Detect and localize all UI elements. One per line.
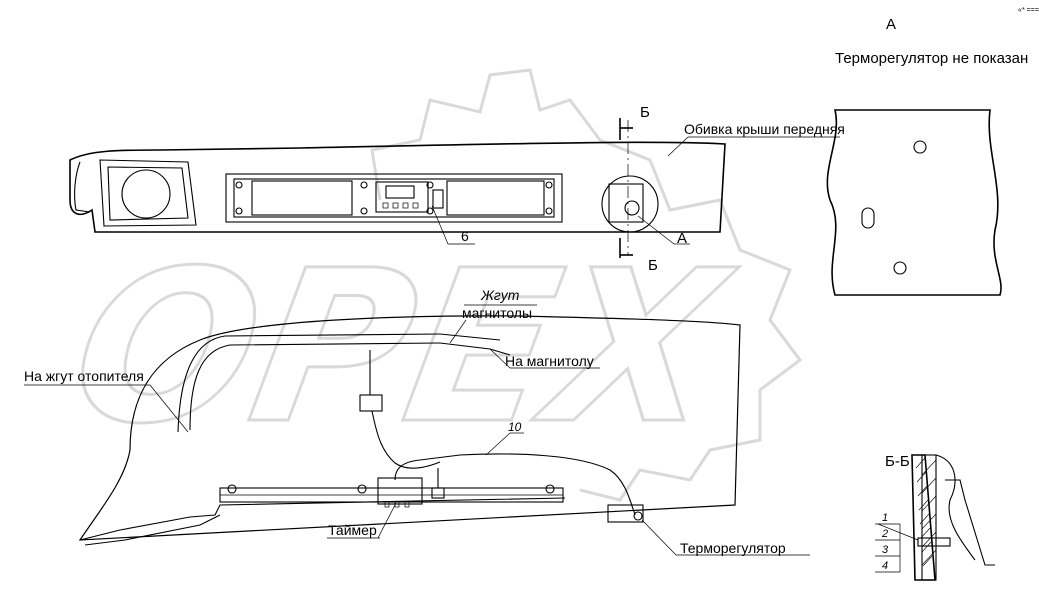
timer-label: Таймер xyxy=(328,522,377,538)
to-radio-label: На магнитолу xyxy=(505,353,594,369)
harness-radio-label-1: Жгут xyxy=(480,287,520,303)
switch xyxy=(432,189,444,209)
section-item-4: 4 xyxy=(882,560,888,572)
roof-lining-lower xyxy=(24,304,810,556)
section-bb xyxy=(875,454,995,581)
speaker-housing xyxy=(99,159,197,227)
cut-mark-bottom: Б xyxy=(648,257,658,274)
callout-a-label: А xyxy=(677,230,687,247)
timer-panel xyxy=(375,181,429,213)
cut-mark-top: Б xyxy=(640,104,650,121)
thermostat-block xyxy=(607,504,644,523)
section-item-2: 2 xyxy=(881,528,888,540)
roof-lining-label: Обивка крыши передняя xyxy=(684,121,845,137)
to-heater-harness-label: На жгут отопителя xyxy=(24,368,144,384)
harness-connector xyxy=(359,394,383,412)
timer-block xyxy=(377,477,423,505)
console-frame xyxy=(225,173,563,223)
console-left-slot xyxy=(251,180,353,216)
harness-radio-label-2: магнитолы xyxy=(462,305,532,321)
console-right-slot xyxy=(446,180,545,216)
view-bb-title: Б-Б xyxy=(885,453,910,470)
watermark-text: OPEX xyxy=(57,226,747,470)
position-10-label: 10 xyxy=(508,420,522,434)
view-a-note: Терморегулятор не показан xyxy=(835,50,1028,67)
watermark-gear xyxy=(370,68,803,502)
thermostat-label: Терморегулятор xyxy=(680,540,786,556)
roof-console xyxy=(69,118,840,258)
corner-mark: «* === xyxy=(1018,7,1039,14)
thermostat-knob-icon xyxy=(624,200,640,216)
view-a-title: А xyxy=(886,16,896,33)
speaker-icon xyxy=(121,169,171,219)
view-a-detail xyxy=(826,109,1002,296)
timer-display xyxy=(385,185,415,199)
section-fastener xyxy=(917,537,951,547)
detail-a-circle xyxy=(601,175,659,233)
section-item-3: 3 xyxy=(882,544,889,556)
position-6-label: 6 xyxy=(461,228,469,244)
section-item-1: 1 xyxy=(882,512,888,524)
